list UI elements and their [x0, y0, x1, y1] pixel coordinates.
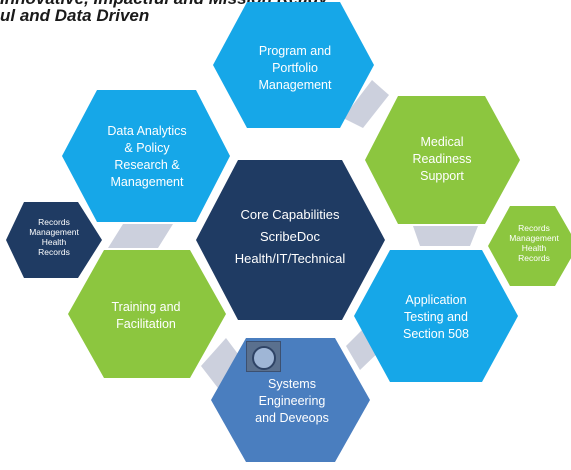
hex-data	[62, 90, 230, 222]
hex-records-right	[488, 206, 571, 286]
tagline-top: Innovative, Impactful and Mission Ready	[0, 0, 328, 9]
hex-core	[196, 160, 385, 320]
hex-records-left	[6, 202, 102, 278]
connector-systems-training	[201, 338, 244, 392]
label-application: Application Testing and Section 508	[402, 292, 470, 341]
label-data: Data Analytics & Policy Research & Manag…	[107, 124, 187, 189]
hex-program	[213, 2, 374, 128]
label-records-left: Records Management Health Records	[29, 217, 79, 257]
hex-application	[354, 250, 518, 382]
hex-medical	[365, 96, 520, 224]
label-training: Training and Facilitation	[111, 300, 181, 331]
tagline: ul and Data Driven	[0, 6, 150, 25]
hex-training	[68, 250, 226, 378]
label-records-right: Records Management Health Records	[509, 223, 559, 263]
label-medical: Medical Readiness Support	[412, 134, 472, 183]
seal-emblem	[252, 346, 276, 370]
connector-program-medical	[343, 80, 389, 128]
agency-seal-icon	[246, 341, 281, 372]
connector-training-data	[108, 224, 173, 248]
label-program: Program and Portfolio Management	[258, 43, 332, 92]
label-core: Core Capabilities ScribeDoc Health/IT/Te…	[234, 207, 346, 266]
connector-medical-application	[413, 226, 478, 246]
label-systems: Systems Engineering and Deveops	[255, 376, 329, 425]
